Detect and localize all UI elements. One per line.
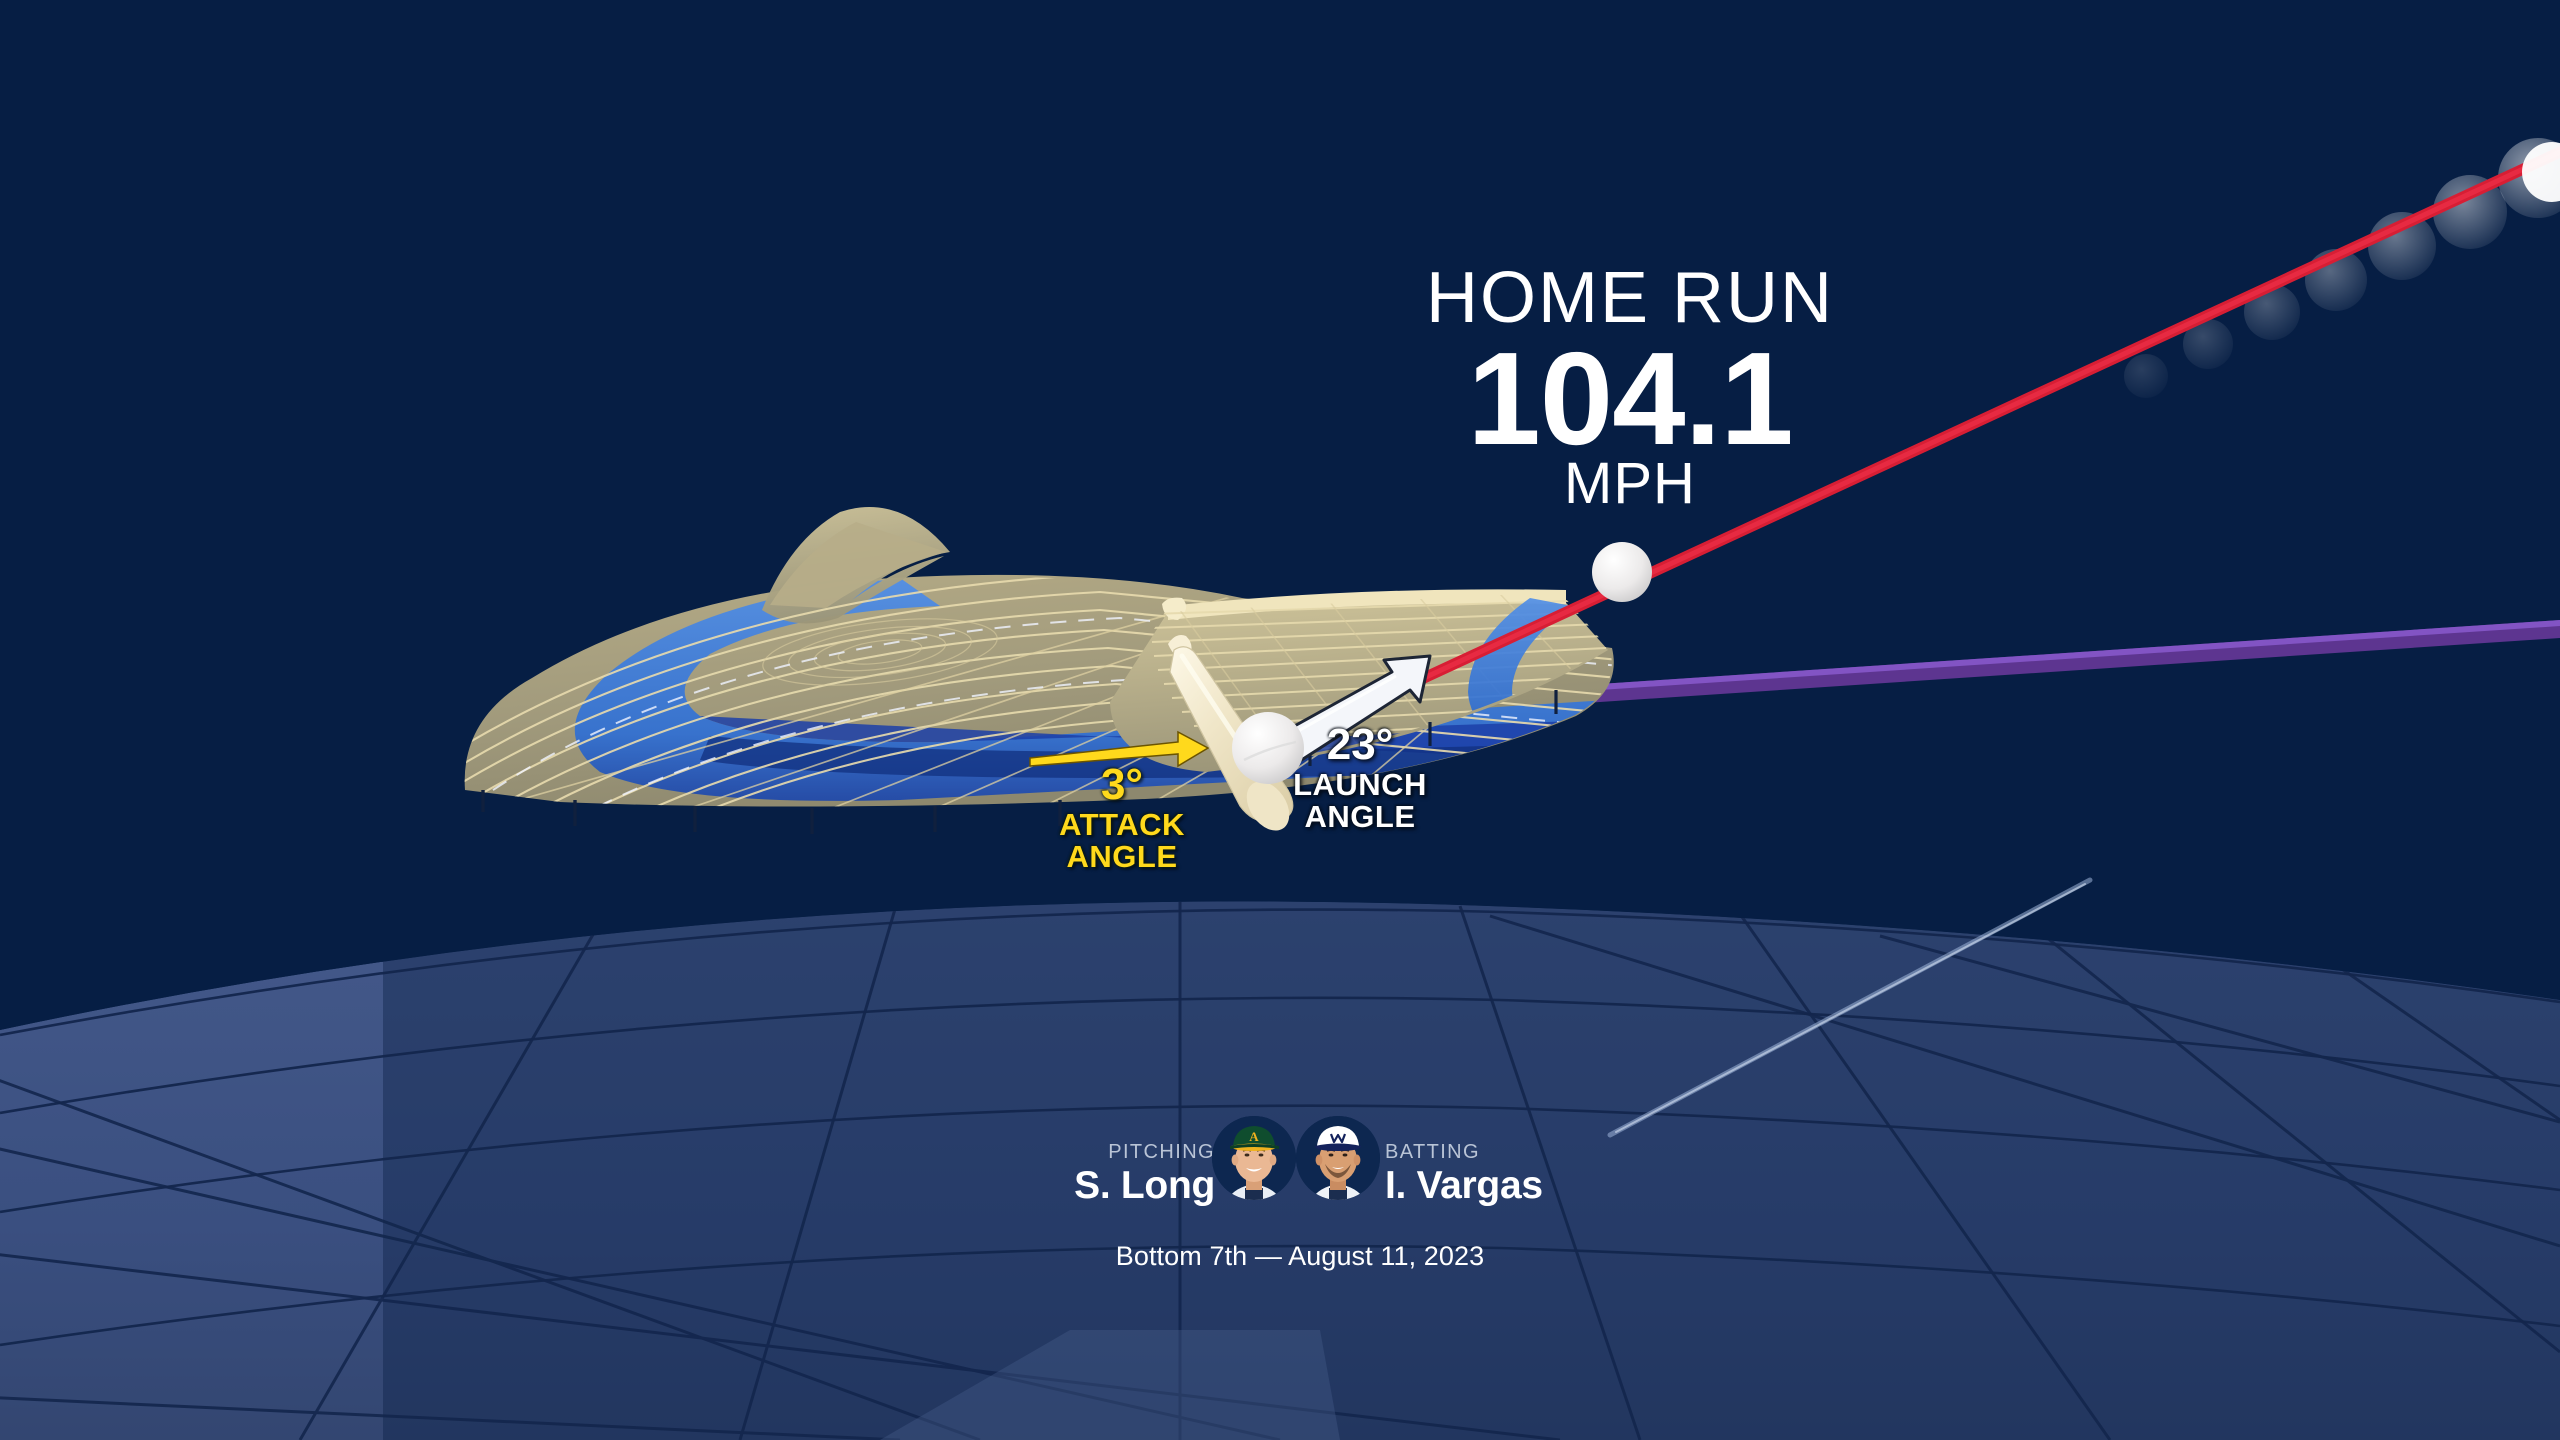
baseball-in-flight bbox=[1592, 542, 1652, 602]
ground-grid-horizontal bbox=[0, 908, 2560, 1347]
attack-angle-arrow bbox=[1029, 730, 1210, 768]
ground-grid-radial bbox=[0, 901, 2560, 1440]
baseball-seam bbox=[1243, 740, 1297, 762]
ball-exit-marker bbox=[2522, 142, 2560, 202]
batted-ball-trajectory bbox=[1284, 138, 2560, 746]
swing-mesh-swirl bbox=[762, 618, 998, 686]
baseball-at-contact bbox=[1232, 712, 1304, 784]
ground-shadow-panel bbox=[383, 901, 2560, 1440]
swing-mesh-highlight bbox=[469, 616, 1612, 807]
pitch-path-core bbox=[1615, 883, 2086, 1133]
home-plate-wedge bbox=[880, 1330, 1340, 1440]
swing-mesh-drop-ticks bbox=[481, 790, 1062, 834]
